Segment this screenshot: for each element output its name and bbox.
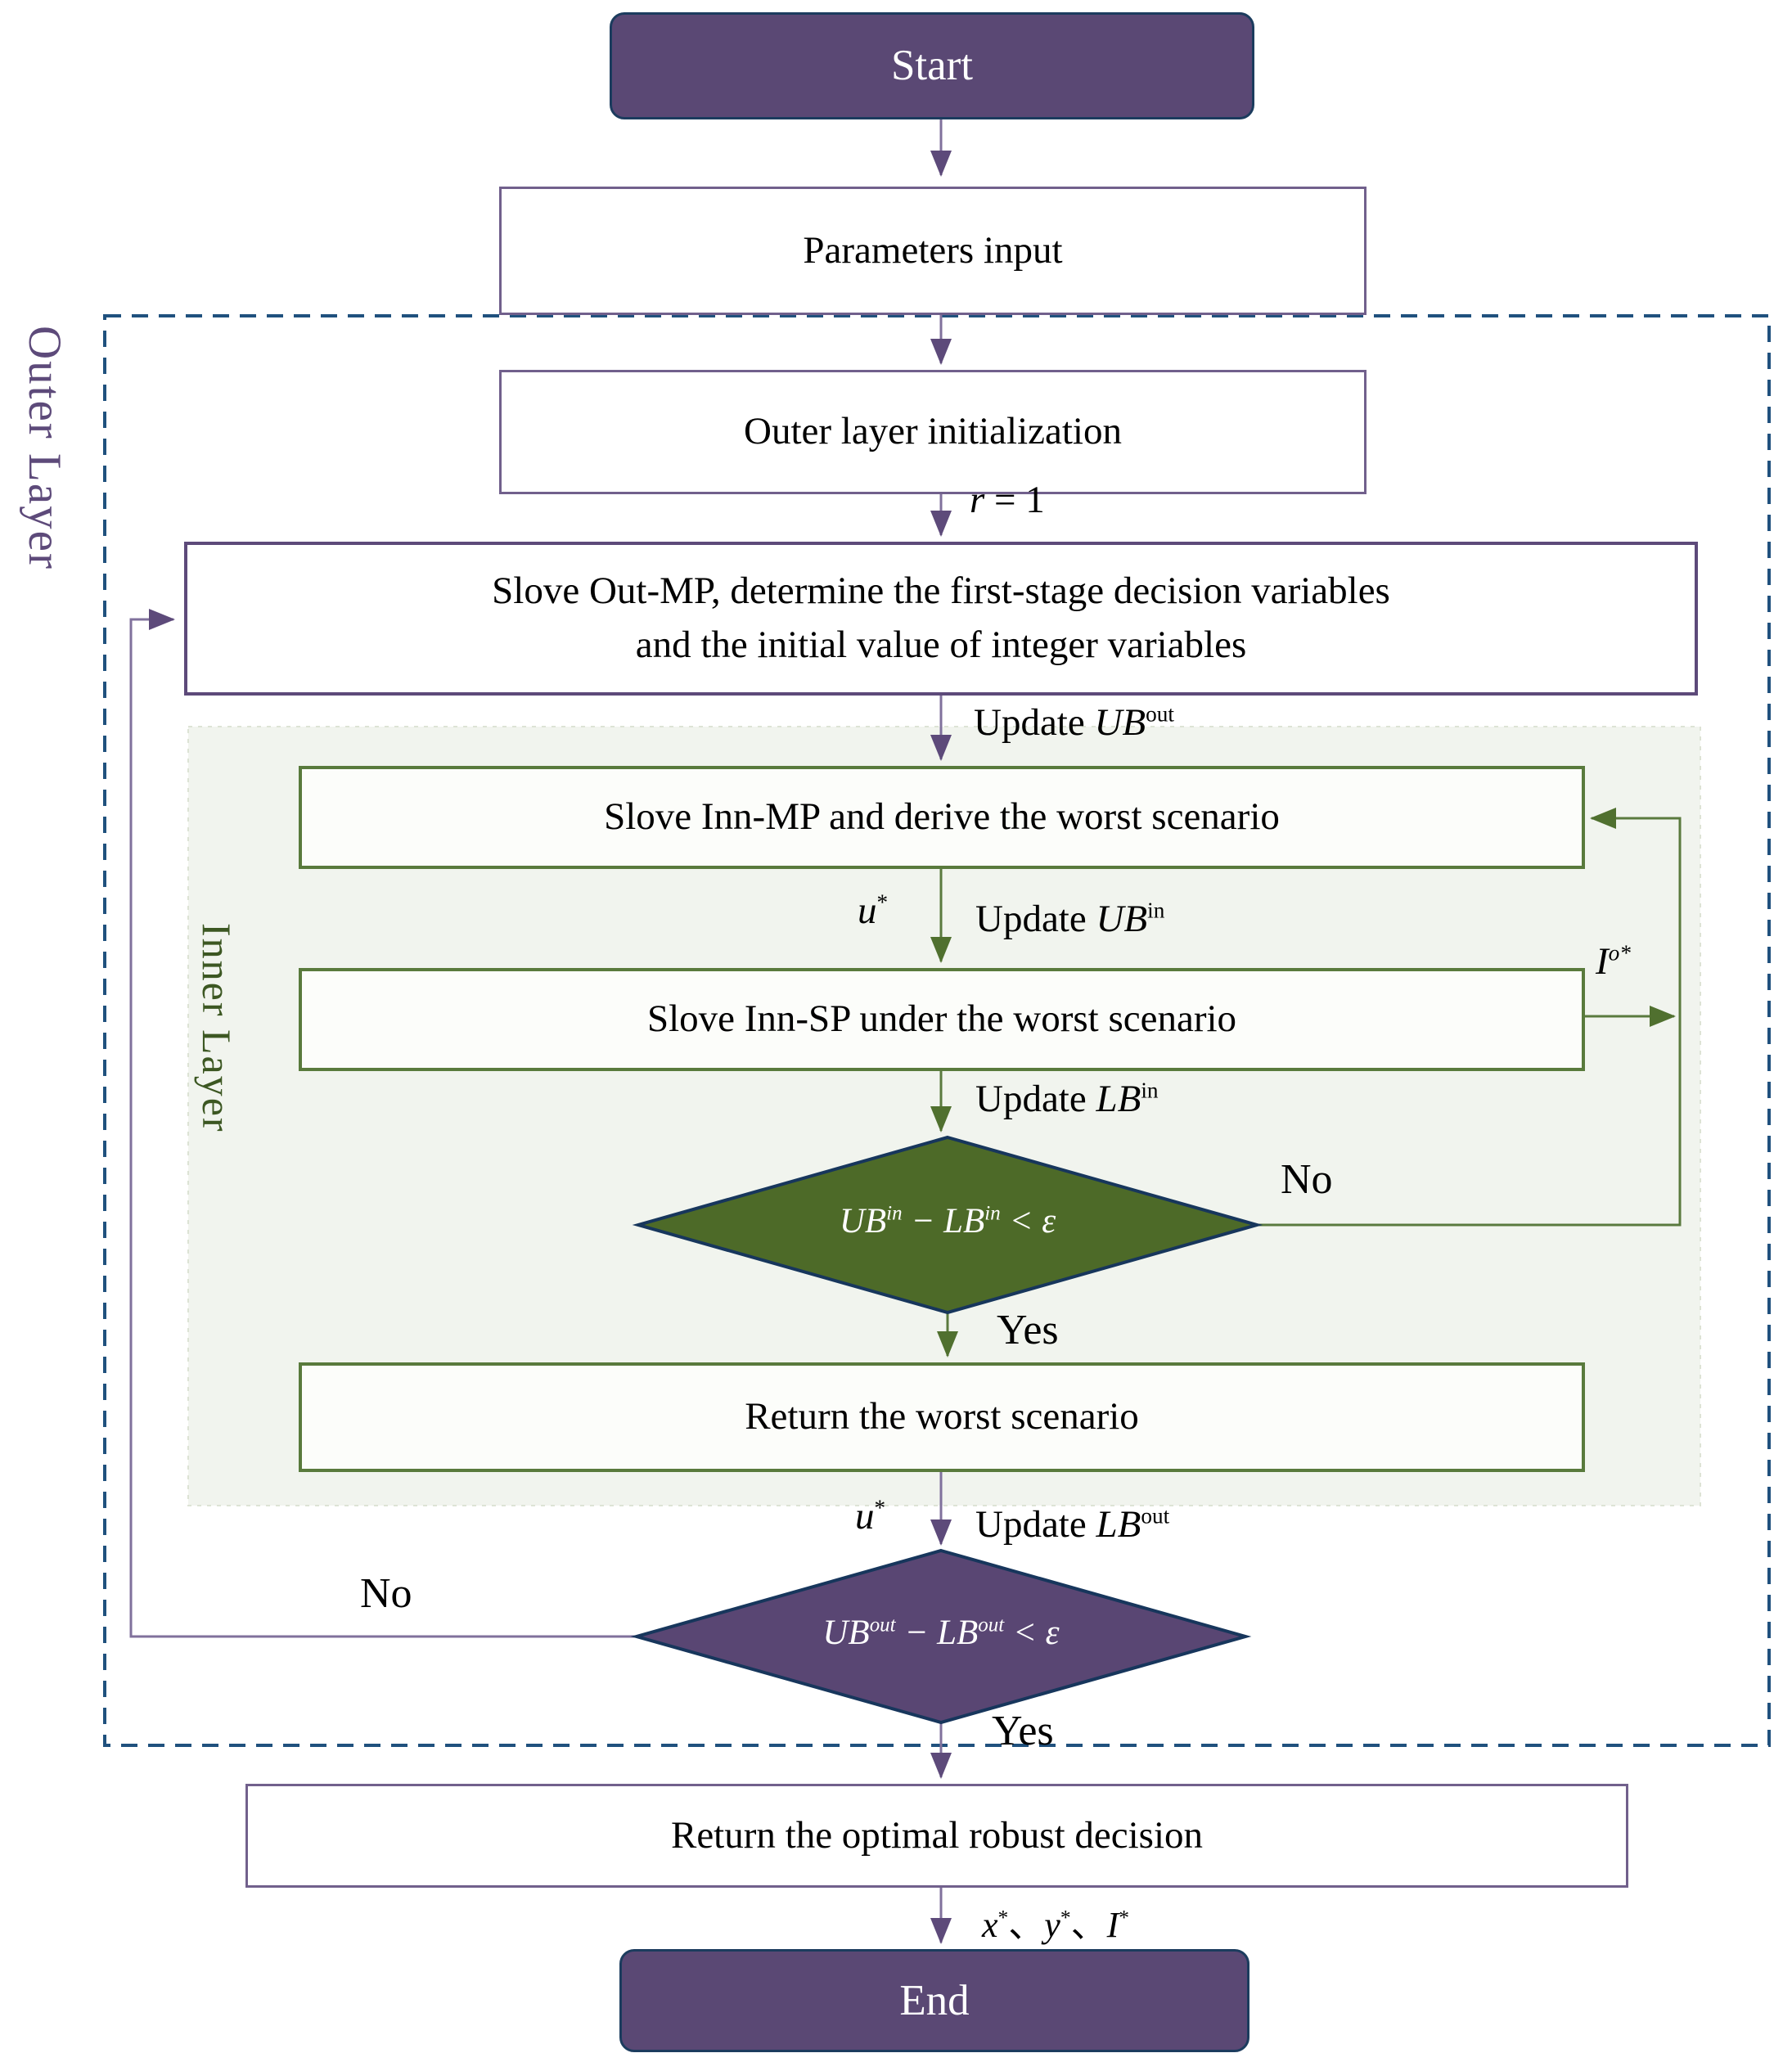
node-out-mp-text: Slove Out-MP, determine the first-stage … [492, 565, 1390, 673]
inner-diamond-lb-sup: in [984, 1202, 1001, 1225]
update-ub-in-prefix: Update [975, 898, 1096, 940]
update-lb-in-prefix: Update [975, 1078, 1096, 1120]
inner-diamond-ub: UB [839, 1202, 887, 1240]
edge-label-u-star-2: u* [855, 1494, 885, 1538]
xyi-sep2: 、 [1070, 1904, 1107, 1946]
update-ub-out-sup: out [1146, 701, 1174, 727]
edge-label-u-star-1: u* [858, 889, 888, 933]
edge-label-yes-outer: Yes [992, 1708, 1054, 1754]
xyi-y-sup: * [1060, 1905, 1071, 1929]
edge-label-no-outer: No [360, 1570, 412, 1617]
edge-label-update-ub-in: Update UBin [975, 897, 1164, 941]
edge-label-xyi: x*、y*、I* [982, 1895, 1129, 1947]
xyi-x: x [982, 1905, 998, 1945]
node-inn-sp: Slove Inn-SP under the worst scenario [299, 968, 1585, 1071]
edge-label-update-ub-out: Update UBout [974, 700, 1174, 745]
u-star1-sup: * [876, 889, 889, 915]
xyi-x-sup: * [997, 1905, 1009, 1929]
outer-diamond-lb: LB [937, 1614, 979, 1652]
node-end: End [619, 1949, 1249, 2052]
outer-diamond-minus: − [895, 1614, 938, 1652]
u-star1-base: u [858, 889, 877, 932]
outer-diamond-ub: UB [822, 1614, 870, 1652]
node-outer-init: Outer layer initialization [499, 370, 1367, 494]
outer-diamond-ub-sup: out [869, 1614, 896, 1637]
loop-inner-no [1254, 808, 1682, 1227]
node-return-worst: Return the worst scenario [299, 1362, 1585, 1472]
outer-decision-diamond [630, 1548, 1252, 1725]
edge-label-r-eq-1: r = 1 [970, 478, 1045, 522]
update-ub-out-base: UB [1094, 701, 1146, 744]
edge-label-update-lb-out: Update LBout [975, 1502, 1169, 1546]
node-parameters-input: Parameters input [499, 187, 1367, 315]
update-lb-out-prefix: Update [975, 1503, 1096, 1546]
update-ub-in-sup: in [1147, 898, 1165, 923]
inner-diamond-lb: LB [943, 1202, 985, 1240]
update-lb-out-sup: out [1141, 1503, 1170, 1528]
xyi-i-sup: * [1119, 1905, 1130, 1929]
update-lb-out-base: LB [1096, 1503, 1141, 1546]
update-ub-out-prefix: Update [974, 701, 1095, 744]
out-mp-line1: Slove Out-MP, determine the first-stage … [492, 570, 1390, 613]
i-o-star-base: I [1596, 940, 1609, 983]
inner-diamond-ub-sup: in [886, 1202, 903, 1225]
xyi-y: y [1044, 1905, 1060, 1945]
outer-diamond-lb-sup: out [978, 1614, 1005, 1637]
outer-layer-label: Outer Layer [19, 326, 70, 570]
r-rest: = 1 [984, 479, 1045, 521]
i-o-star-sup: o* [1608, 940, 1631, 966]
outer-layer-dashed-border [103, 314, 1771, 1747]
outer-diamond-text: UBout − LBout < ε [671, 1613, 1211, 1653]
inner-decision-diamond [632, 1135, 1263, 1315]
loop-outer-no [129, 609, 637, 1638]
update-ub-in-base: UB [1096, 898, 1148, 940]
edge-label-update-lb-in: Update LBin [975, 1077, 1159, 1121]
node-inn-mp: Slove Inn-MP and derive the worst scenar… [299, 766, 1585, 869]
edge-label-i-o-star: Io* [1596, 939, 1631, 984]
node-out-mp: Slove Out-MP, determine the first-stage … [184, 542, 1698, 696]
u-star2-sup: * [874, 1495, 886, 1520]
edge-label-no-inner: No [1281, 1156, 1333, 1203]
out-mp-line2: and the initial value of integer variabl… [635, 624, 1247, 666]
u-star2-base: u [855, 1495, 875, 1537]
edge-label-yes-inner: Yes [997, 1307, 1059, 1353]
update-lb-in-base: LB [1096, 1078, 1141, 1120]
inner-layer-label: Inner Layer [194, 923, 240, 1133]
xyi-i: I [1106, 1905, 1119, 1945]
inner-diamond-minus: − [902, 1202, 944, 1240]
r-var: r [970, 479, 985, 521]
inner-diamond-eps: < ε [1000, 1202, 1056, 1240]
outer-diamond-eps: < ε [1004, 1614, 1060, 1652]
xyi-sep1: 、 [1008, 1904, 1045, 1946]
node-return-optimal: Return the optimal robust decision [245, 1784, 1628, 1888]
update-lb-in-sup: in [1141, 1078, 1159, 1103]
inner-diamond-text: UBin − LBin < ε [678, 1201, 1218, 1241]
node-start: Start [610, 12, 1254, 119]
